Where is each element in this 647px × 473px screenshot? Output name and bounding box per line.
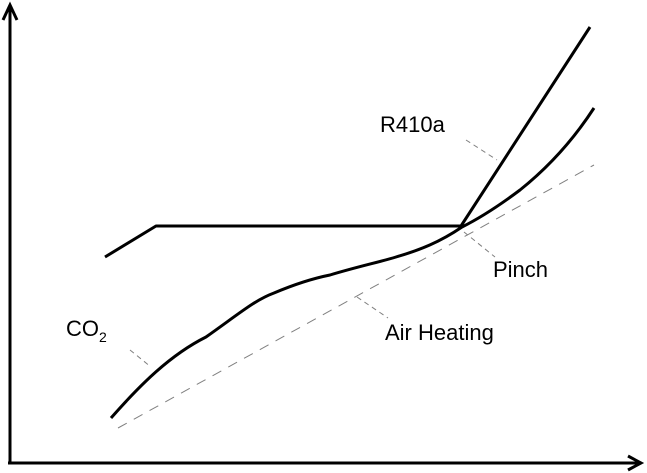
pinch-leader <box>463 231 496 258</box>
co2-leader <box>129 349 152 368</box>
co2-curve <box>109 107 596 419</box>
r410a-label: R410a <box>380 112 446 137</box>
r410a-curve <box>104 26 592 259</box>
co2-label-subscript: 2 <box>99 329 107 345</box>
pinch-label: Pinch <box>493 257 548 282</box>
air-heating-leader <box>356 296 389 319</box>
air-heating-line <box>117 164 595 429</box>
r410a-leader <box>465 139 498 161</box>
air-heating-label: Air Heating <box>385 320 494 345</box>
co2-label-main: CO <box>66 316 99 341</box>
co2-label: CO2 <box>66 316 107 345</box>
y-axis-arrow-icon <box>1 1 19 21</box>
x-axis-arrow-icon <box>627 454 645 472</box>
